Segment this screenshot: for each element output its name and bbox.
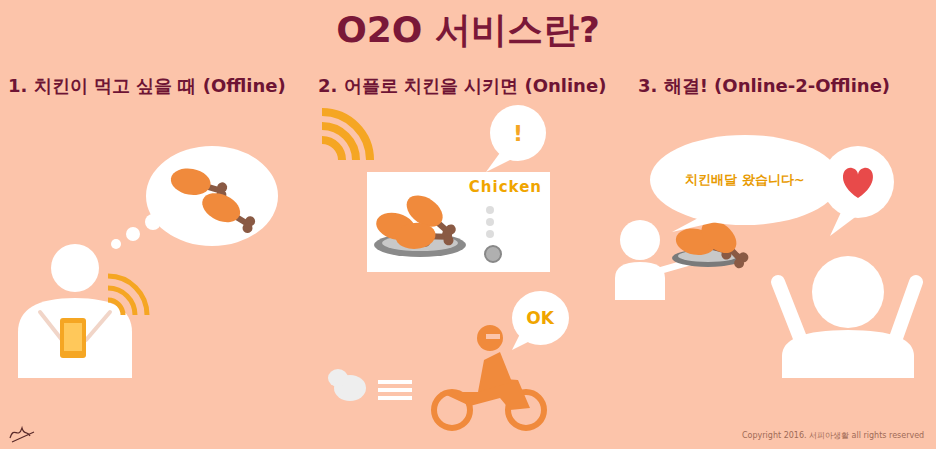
node-text: ! [513,121,523,146]
node-text: 치킨배달 왔습니다~ [685,171,804,189]
order-app [322,112,550,272]
speech-bubble: 치킨배달 왔습니다~ [650,135,840,225]
copyright-note: Copyright 2016. 서피아생활 all rights reserve… [742,430,924,441]
step-heading: 1. 치킨이 먹고 싶을 때 (Offline) [8,74,286,98]
hungry-person [18,146,278,378]
step-heading: 3. 해결! (Online-2-Offline) [638,74,890,98]
app-screen: Chicken [367,172,550,272]
speech-bubble: OK [512,291,569,345]
node-text: Chicken [469,178,542,196]
speech-bubble: ! [490,105,546,161]
signature [10,428,34,442]
node-text: OK [526,308,554,328]
delivery-rider [328,325,544,428]
step-heading: 2. 어플로 치킨을 시키면 (Online) [318,74,606,98]
title: O2O 서비스란? [0,6,936,55]
